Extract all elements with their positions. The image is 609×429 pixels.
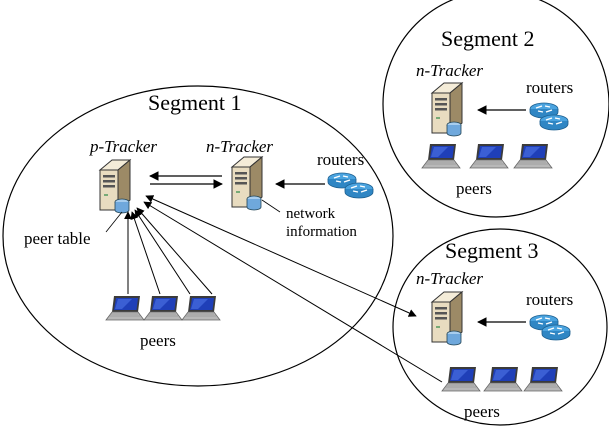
network-info-line1: network	[286, 206, 336, 222]
router-3b-icon	[541, 324, 571, 341]
arrow-p-tracker-n-tracker-3	[145, 195, 417, 317]
routers-2-label: routers	[526, 78, 573, 97]
arrow-segment3-peers-to-p-tracker	[143, 201, 443, 383]
peer-table-pointer	[105, 211, 123, 233]
peer-2b-laptop-icon	[469, 143, 509, 169]
segment-1-title: Segment 1	[148, 90, 242, 115]
peer-table-label: peer table	[24, 229, 91, 248]
p-tracker-server-icon	[99, 159, 131, 214]
n-tracker-1-label: n-Tracker	[206, 137, 273, 156]
routers-1-label: routers	[317, 150, 364, 169]
n-tracker-3-label: n-Tracker	[416, 269, 483, 288]
peer-1c-laptop-icon	[181, 295, 221, 321]
router-2b-icon	[539, 114, 569, 131]
n-tracker-3-server-icon	[431, 291, 463, 346]
segment-2-title: Segment 2	[441, 26, 535, 51]
peer-2c-laptop-icon	[513, 143, 553, 169]
peer-1a-laptop-icon	[105, 295, 145, 321]
peers-3-label: peers	[464, 402, 500, 421]
p-tracker-label: p-Tracker	[89, 137, 157, 156]
peer-1b-laptop-icon	[143, 295, 183, 321]
router-1b-icon	[344, 182, 374, 199]
routers-3-label: routers	[526, 290, 573, 309]
network-info-pointer	[261, 199, 281, 213]
peer-3a-laptop-icon	[441, 366, 481, 392]
peers-2-label: peers	[456, 179, 492, 198]
network-info-line2: information	[286, 224, 357, 240]
peers-1-label: peers	[140, 331, 176, 350]
n-tracker-2-label: n-Tracker	[416, 61, 483, 80]
arrow-peer-1c	[134, 209, 191, 295]
arrow-peer-1b	[130, 211, 161, 295]
peer-3c-laptop-icon	[523, 366, 563, 392]
segment-3-boundary	[392, 228, 608, 426]
segment-3-title: Segment 3	[445, 238, 539, 263]
peer-2a-laptop-icon	[421, 143, 461, 169]
n-tracker-1-server-icon	[231, 156, 263, 211]
n-tracker-2-server-icon	[431, 82, 463, 137]
peer-3b-laptop-icon	[483, 366, 523, 392]
segment-2-boundary	[382, 0, 609, 218]
